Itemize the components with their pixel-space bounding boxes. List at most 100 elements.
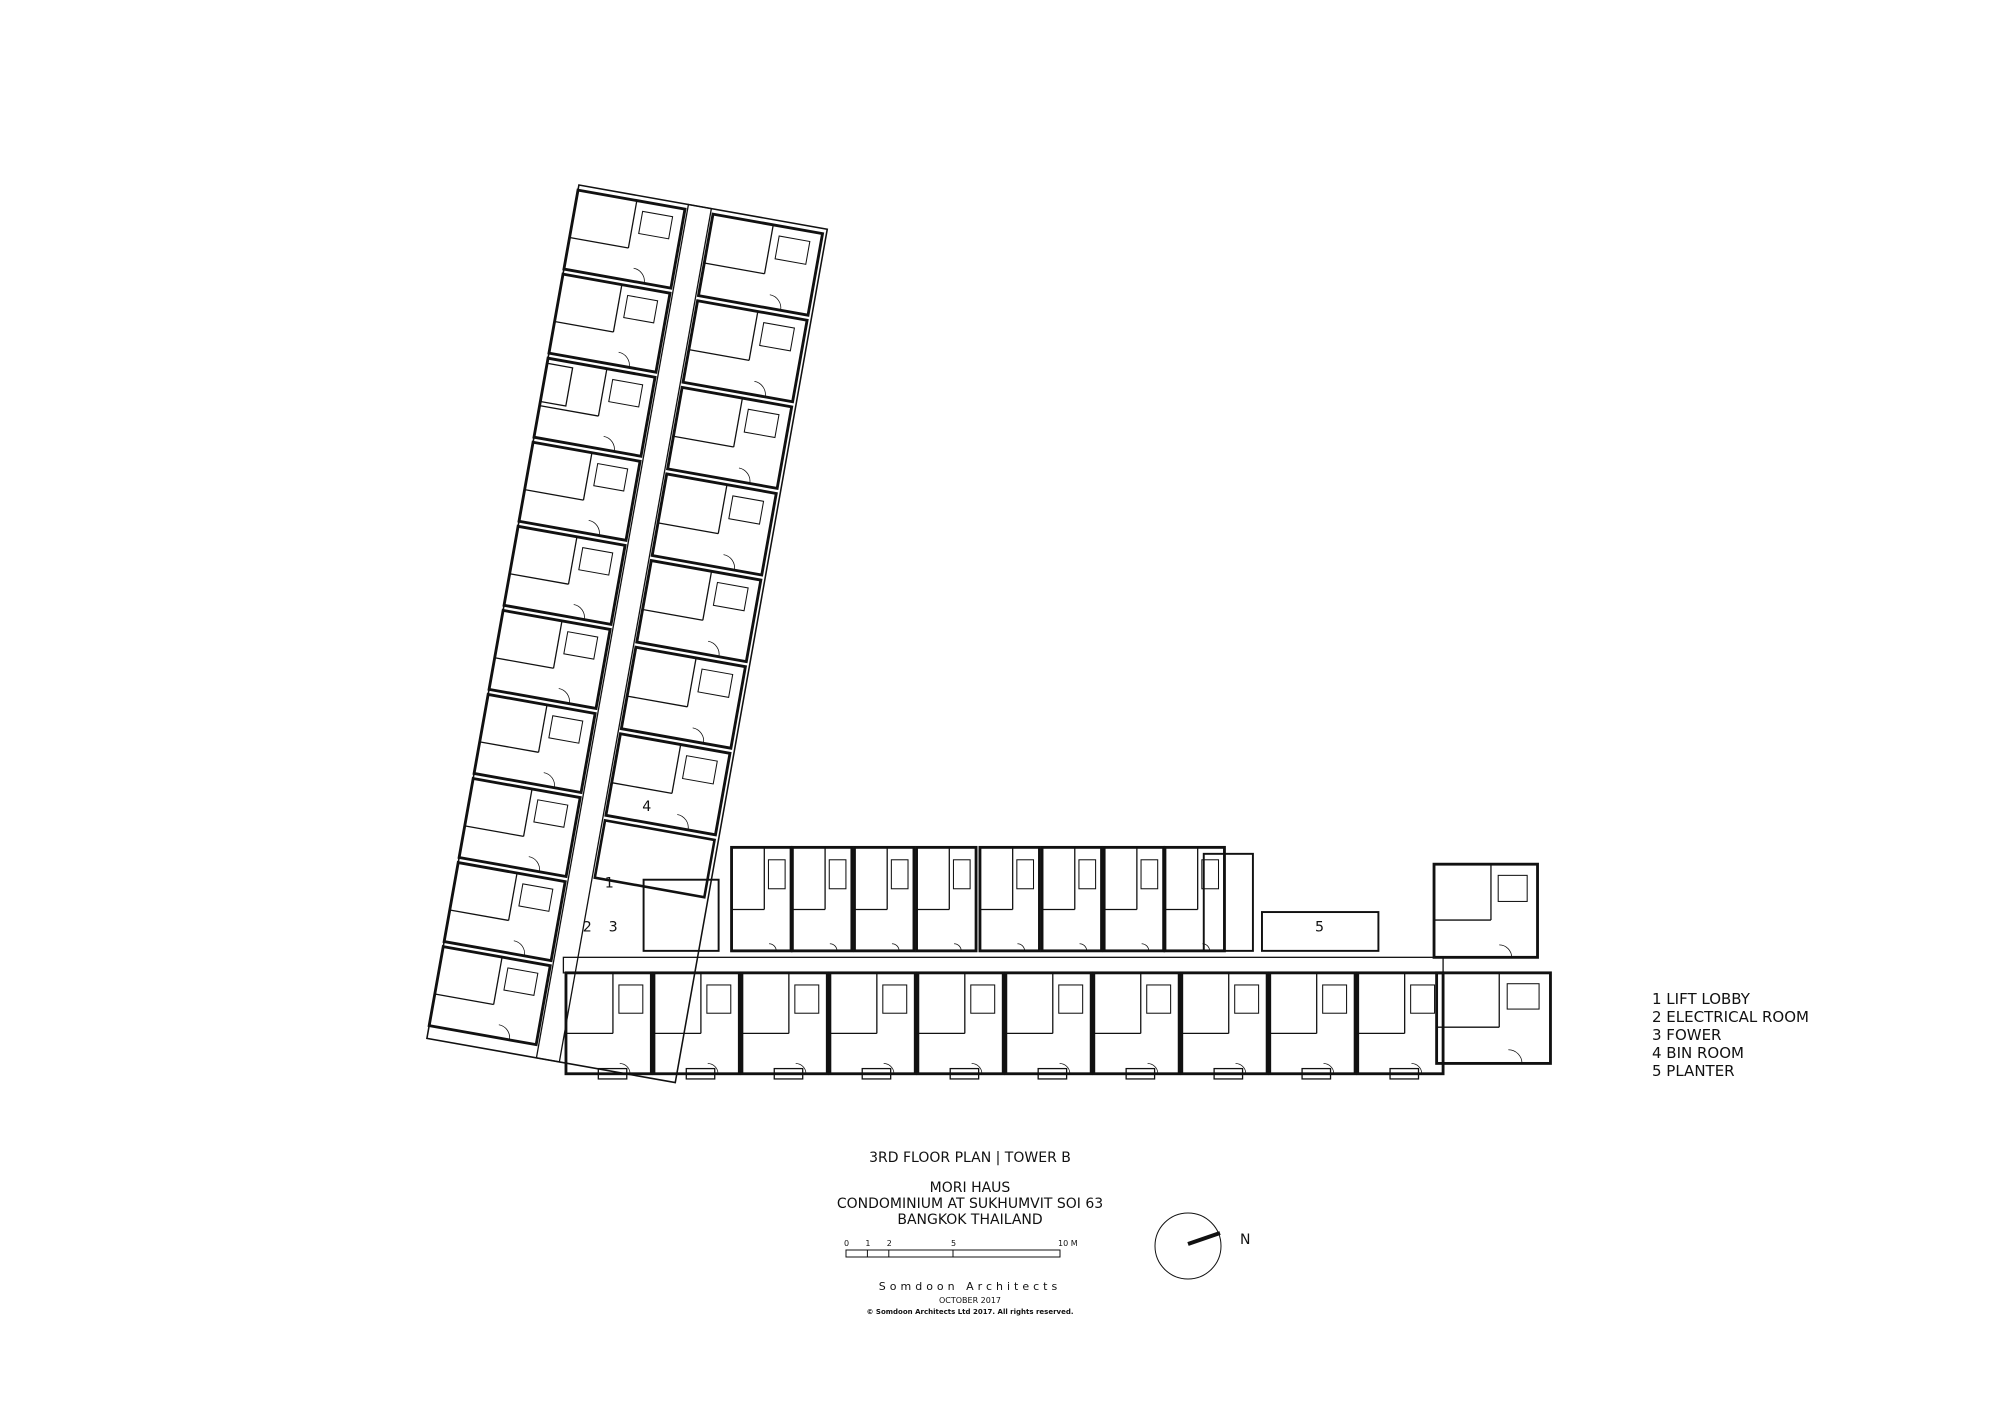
interior-wall — [657, 522, 719, 535]
interior-wall — [507, 872, 518, 921]
unit-outline — [1435, 971, 1552, 1065]
apartment-unit — [1102, 845, 1166, 953]
door-swing — [1141, 943, 1150, 951]
apartment-unit — [619, 645, 748, 750]
interior-wall — [552, 620, 563, 669]
interior-wall — [569, 236, 629, 249]
room-legend: 1 LIFT LOBBY 2 ELECTRICAL ROOM 3 FOWER 4… — [1652, 990, 1809, 1080]
unit-outline — [696, 212, 825, 317]
apartment-unit — [978, 845, 1041, 953]
bathroom — [563, 631, 599, 660]
unit-outline — [1356, 971, 1445, 1076]
door-swing — [633, 267, 645, 284]
bathroom — [767, 859, 786, 890]
door-swing — [971, 1063, 983, 1074]
unit-outline — [1102, 845, 1166, 953]
bathroom — [1322, 984, 1348, 1014]
unit-outline — [915, 845, 978, 953]
apartment-unit — [696, 212, 825, 317]
project-description: CONDOMINIUM AT SUKHUMVIT SOI 63 — [836, 1196, 1104, 1212]
door-swing — [619, 1063, 631, 1074]
unit-outline — [1163, 845, 1226, 953]
apartment-unit — [1356, 971, 1445, 1076]
unit-outline — [472, 692, 597, 795]
interior-wall — [479, 741, 539, 753]
plan-title: 3RD FLOOR PLAN | TOWER B — [869, 1150, 1071, 1166]
apartment-unit — [828, 971, 917, 1076]
apartment-unit — [442, 860, 567, 963]
unit-outline — [681, 299, 809, 404]
apartment-unit — [562, 188, 687, 290]
unit-outline — [828, 971, 917, 1076]
interior-wall — [464, 825, 524, 838]
interior-wall — [509, 573, 569, 585]
door-swing — [692, 727, 705, 744]
interior-wall — [554, 320, 614, 333]
unit-outline — [487, 608, 612, 711]
interior-wall — [524, 489, 584, 501]
apartment-unit — [1092, 971, 1181, 1076]
door-swing — [573, 604, 585, 620]
unit-outline — [1180, 971, 1269, 1076]
bathroom — [638, 210, 674, 240]
apartment-unit — [1180, 971, 1269, 1076]
bathroom — [1058, 984, 1084, 1014]
scale-tick-label: 0 — [844, 1239, 849, 1248]
door-swing — [795, 1063, 807, 1074]
stair — [1202, 852, 1254, 952]
interior-wall — [748, 311, 759, 361]
apartment-unit — [915, 845, 978, 953]
door-swing — [528, 856, 540, 872]
door-swing — [498, 1024, 510, 1040]
bathroom — [774, 235, 811, 265]
apartment-unit — [1435, 971, 1552, 1065]
apartment-unit — [547, 272, 672, 374]
horizontal-wing — [562, 845, 1552, 1080]
apartment-unit — [853, 845, 916, 953]
bathroom — [503, 967, 539, 996]
bathroom — [697, 668, 734, 698]
interior-wall — [597, 368, 608, 417]
planter — [1261, 911, 1380, 952]
unit-outline — [853, 845, 916, 953]
interior-wall — [434, 993, 494, 1006]
unit-outline — [740, 971, 829, 1076]
bathroom — [518, 883, 554, 912]
interior-wall — [673, 435, 734, 448]
balcony — [1389, 1067, 1420, 1080]
bathroom — [759, 322, 796, 352]
title-block: 3RD FLOOR PLAN | TOWER B MORI HAUS CONDO… — [820, 1150, 1120, 1316]
bathroom — [890, 859, 909, 890]
door-swing — [1235, 1063, 1247, 1074]
balcony — [1037, 1067, 1068, 1080]
bin-room — [593, 818, 717, 899]
unit-outline — [1432, 862, 1539, 959]
door-swing — [723, 554, 735, 571]
unit-outline — [547, 272, 672, 374]
bathroom — [618, 984, 644, 1014]
bathroom — [1140, 859, 1159, 890]
bathroom — [828, 859, 847, 890]
unit-outline — [978, 845, 1041, 953]
interior-wall — [539, 404, 599, 417]
project-name: MORI HAUS — [929, 1180, 1011, 1196]
north-label: N — [1240, 1232, 1251, 1248]
apartment-unit — [1268, 971, 1357, 1076]
interior-wall — [493, 957, 503, 1005]
room-label-5: 5 — [1315, 919, 1324, 935]
unit-outline — [562, 188, 687, 290]
room-label-3: 3 — [609, 919, 618, 935]
bathroom — [794, 984, 820, 1014]
room-label-4: 4 — [642, 799, 651, 815]
apartment-unit — [472, 692, 597, 795]
unit-outline — [650, 472, 778, 577]
unit-outline — [790, 845, 854, 953]
interior-wall — [522, 788, 533, 837]
bathroom — [533, 799, 569, 828]
door-swing — [618, 351, 630, 368]
balcony — [861, 1067, 892, 1080]
unit-outline — [1040, 845, 1103, 953]
balcony — [949, 1067, 980, 1080]
apartment-unit — [635, 558, 763, 664]
door-swing — [1499, 944, 1513, 958]
